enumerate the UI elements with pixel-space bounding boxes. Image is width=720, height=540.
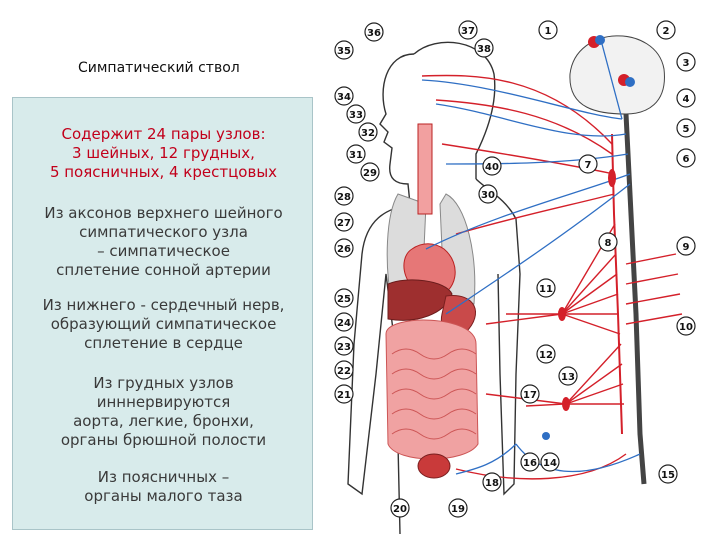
thoracic-ganglia-text: Из грудных узлов инннервируются аорта, л… bbox=[13, 374, 314, 450]
carotid-plexus-text: Из аксонов верхнего шейного симпатическо… bbox=[13, 204, 314, 280]
label-4: 4 bbox=[677, 89, 695, 107]
label-22: 22 bbox=[335, 361, 353, 379]
label-1: 1 bbox=[539, 21, 557, 39]
cardiac-nerve-text: Из нижнего - сердечный нерв, образующий … bbox=[13, 296, 314, 353]
label-27: 27 bbox=[335, 213, 353, 231]
label-36: 36 bbox=[365, 23, 383, 41]
svg-text:20: 20 bbox=[393, 504, 407, 515]
label-31: 31 bbox=[347, 145, 365, 163]
svg-text:30: 30 bbox=[481, 190, 495, 201]
svg-text:4: 4 bbox=[683, 94, 690, 105]
label-15: 15 bbox=[659, 465, 677, 483]
svg-text:37: 37 bbox=[461, 26, 475, 37]
svg-text:23: 23 bbox=[337, 342, 351, 353]
svg-text:40: 40 bbox=[485, 162, 499, 173]
label-32: 32 bbox=[359, 123, 377, 141]
ganglia-count-text: Содержит 24 пары узлов: 3 шейных, 12 гру… bbox=[13, 125, 314, 182]
slide-title: Симпатический ствол bbox=[78, 60, 318, 76]
svg-text:34: 34 bbox=[337, 92, 351, 103]
label-12: 12 bbox=[537, 345, 555, 363]
svg-text:26: 26 bbox=[337, 244, 351, 255]
label-26: 26 bbox=[335, 239, 353, 257]
label-35: 35 bbox=[335, 41, 353, 59]
label-29: 29 bbox=[361, 163, 379, 181]
svg-text:36: 36 bbox=[367, 28, 381, 39]
svg-text:31: 31 bbox=[349, 150, 363, 161]
label-33: 33 bbox=[347, 105, 365, 123]
svg-text:19: 19 bbox=[451, 504, 465, 515]
label-13: 13 bbox=[559, 367, 577, 385]
svg-text:1: 1 bbox=[545, 26, 552, 37]
svg-text:11: 11 bbox=[539, 284, 553, 295]
label-38: 38 bbox=[475, 39, 493, 57]
text-panel: Содержит 24 пары узлов: 3 шейных, 12 гру… bbox=[12, 97, 313, 530]
label-25: 25 bbox=[335, 289, 353, 307]
svg-text:17: 17 bbox=[523, 390, 537, 401]
svg-text:8: 8 bbox=[605, 238, 612, 249]
label-3: 3 bbox=[677, 53, 695, 71]
label-21: 21 bbox=[335, 385, 353, 403]
svg-text:24: 24 bbox=[337, 318, 351, 329]
svg-text:28: 28 bbox=[337, 192, 351, 203]
svg-text:29: 29 bbox=[363, 168, 377, 179]
label-40: 40 bbox=[483, 157, 501, 175]
trachea bbox=[418, 124, 432, 214]
label-6: 6 bbox=[677, 149, 695, 167]
label-18: 18 bbox=[483, 473, 501, 491]
svg-text:10: 10 bbox=[679, 322, 693, 333]
svg-text:6: 6 bbox=[683, 154, 690, 165]
label-28: 28 bbox=[335, 187, 353, 205]
bladder bbox=[418, 454, 450, 478]
svg-text:21: 21 bbox=[337, 390, 351, 401]
label-30: 30 bbox=[479, 185, 497, 203]
svg-text:15: 15 bbox=[661, 470, 675, 481]
svg-text:38: 38 bbox=[477, 44, 491, 55]
label-23: 23 bbox=[335, 337, 353, 355]
svg-text:5: 5 bbox=[683, 124, 690, 135]
label-10: 10 bbox=[677, 317, 695, 335]
anatomy-diagram: 35 34 33 32 31 29 28 27 26 25 24 23 22 2… bbox=[326, 14, 720, 540]
svg-text:2: 2 bbox=[663, 26, 670, 37]
label-7: 7 bbox=[579, 155, 597, 173]
label-8: 8 bbox=[599, 233, 617, 251]
label-20: 20 bbox=[391, 499, 409, 517]
svg-text:13: 13 bbox=[561, 372, 575, 383]
svg-text:18: 18 bbox=[485, 478, 499, 489]
label-11: 11 bbox=[537, 279, 555, 297]
svg-text:9: 9 bbox=[683, 242, 690, 253]
label-2: 2 bbox=[657, 21, 675, 39]
label-34: 34 bbox=[335, 87, 353, 105]
svg-text:22: 22 bbox=[337, 366, 351, 377]
label-37: 37 bbox=[459, 21, 477, 39]
svg-text:12: 12 bbox=[539, 350, 553, 361]
svg-text:27: 27 bbox=[337, 218, 351, 229]
svg-text:14: 14 bbox=[543, 458, 557, 469]
svg-text:16: 16 bbox=[523, 458, 537, 469]
label-16: 16 bbox=[521, 453, 539, 471]
label-17: 17 bbox=[521, 385, 539, 403]
spinal-cord bbox=[626, 114, 644, 484]
label-24: 24 bbox=[335, 313, 353, 331]
svg-text:25: 25 bbox=[337, 294, 351, 305]
lumbar-ganglia-text: Из поясничных – органы малого таза bbox=[13, 468, 314, 506]
svg-text:35: 35 bbox=[337, 46, 351, 57]
label-9: 9 bbox=[677, 237, 695, 255]
svg-text:3: 3 bbox=[683, 58, 690, 69]
svg-text:7: 7 bbox=[585, 160, 592, 171]
label-19: 19 bbox=[449, 499, 467, 517]
svg-text:33: 33 bbox=[349, 110, 363, 121]
svg-text:32: 32 bbox=[361, 128, 375, 139]
label-14: 14 bbox=[541, 453, 559, 471]
label-5: 5 bbox=[677, 119, 695, 137]
